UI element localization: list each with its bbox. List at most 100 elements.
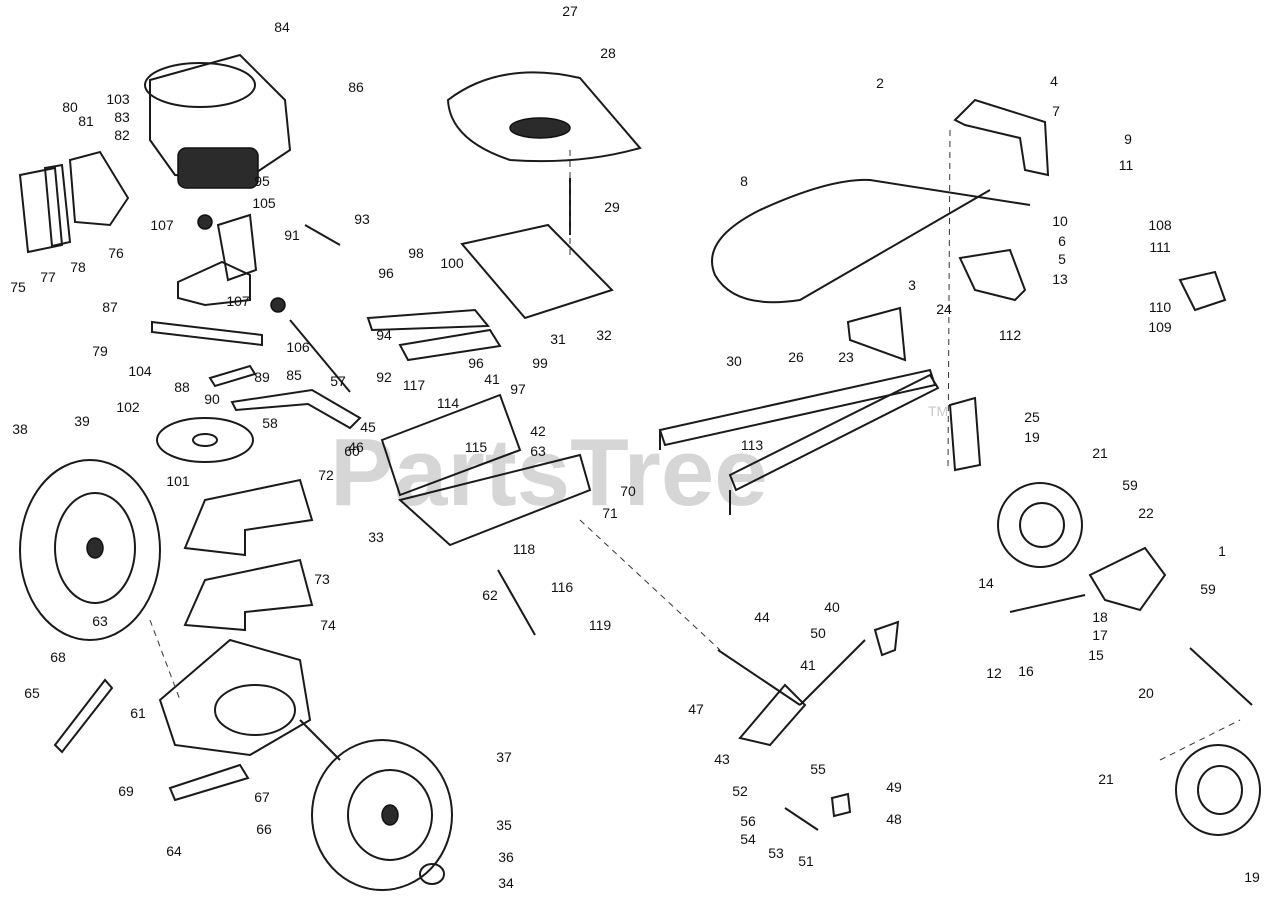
- part-label-80: 80: [62, 99, 78, 115]
- part-label-41: 41: [484, 371, 500, 387]
- part-label-11: 11: [1119, 157, 1134, 173]
- part-label-65: 65: [24, 685, 40, 701]
- part-label-99: 99: [532, 355, 548, 371]
- part-label-100: 100: [440, 255, 464, 271]
- part-label-67: 67: [254, 789, 270, 805]
- part-label-17: 17: [1092, 627, 1108, 643]
- part-label-89: 89: [254, 369, 270, 385]
- part-label-81: 81: [78, 113, 94, 129]
- part-label-3: 3: [908, 277, 916, 293]
- part-label-13: 13: [1052, 271, 1068, 287]
- part-label-45: 45: [360, 419, 376, 435]
- part-label-57: 57: [330, 373, 346, 389]
- part-label-38: 38: [12, 421, 28, 437]
- wheel-left-part: [19, 459, 161, 641]
- part-label-49: 49: [886, 779, 902, 795]
- part-label-18: 18: [1092, 609, 1108, 625]
- part-label-77: 77: [40, 269, 56, 285]
- part-label-115: 115: [465, 439, 488, 455]
- part-label-53: 53: [768, 845, 784, 861]
- part-label-79: 79: [92, 343, 108, 359]
- watermark-tm: TM: [928, 403, 948, 419]
- part-label-35: 35: [496, 817, 512, 833]
- part-label-86: 86: [348, 79, 364, 95]
- part-label-55: 55: [810, 761, 826, 777]
- frame-part: [658, 368, 940, 515]
- part-label-6: 6: [1058, 233, 1066, 249]
- part-label-76: 76: [108, 245, 124, 261]
- strap-part: [151, 320, 362, 430]
- part-label-61: 61: [130, 705, 146, 721]
- part-label-116: 116: [551, 579, 574, 595]
- part-label-9: 9: [1124, 131, 1132, 147]
- part-label-83: 83: [114, 109, 130, 125]
- part-label-78: 78: [70, 259, 86, 275]
- part-label-70: 70: [620, 483, 636, 499]
- part-label-39: 39: [74, 413, 90, 429]
- part-label-84: 84: [274, 19, 290, 35]
- part-label-30: 30: [726, 353, 742, 369]
- part-label-88: 88: [174, 379, 190, 395]
- part-label-15: 15: [1088, 647, 1104, 663]
- plate-73-part: [183, 558, 314, 632]
- part-label-41: 41: [800, 657, 816, 673]
- handle-part: [711, 98, 1050, 304]
- part-label-32: 32: [596, 327, 612, 343]
- seat-plate-part: [460, 223, 614, 320]
- engine-part: [144, 53, 292, 189]
- shift-lever-part: [717, 620, 900, 747]
- pulley-part: [156, 417, 254, 463]
- part-label-85: 85: [286, 367, 302, 383]
- part-label-68: 68: [50, 649, 66, 665]
- part-label-16: 16: [1018, 663, 1034, 679]
- part-label-66: 66: [256, 821, 272, 837]
- front-wheel-lower-part: [1175, 744, 1261, 836]
- part-label-119: 119: [589, 617, 612, 633]
- part-label-19: 19: [1024, 429, 1040, 445]
- part-label-91: 91: [284, 227, 300, 243]
- part-label-36: 36: [498, 849, 514, 865]
- part-label-113: 113: [741, 437, 764, 453]
- part-label-106: 106: [286, 339, 310, 355]
- part-label-2: 2: [876, 75, 884, 91]
- part-label-48: 48: [886, 811, 902, 827]
- part-label-37: 37: [496, 749, 512, 765]
- part-label-22: 22: [1138, 505, 1154, 521]
- part-label-34: 34: [498, 875, 514, 891]
- part-label-96: 96: [378, 265, 394, 281]
- part-label-47: 47: [688, 701, 704, 717]
- part-label-104: 104: [128, 363, 152, 379]
- part-label-24: 24: [936, 301, 952, 317]
- part-label-60: 60: [344, 443, 360, 459]
- part-label-105: 105: [252, 195, 276, 211]
- part-label-75: 75: [10, 279, 26, 295]
- part-label-109: 109: [1148, 319, 1172, 335]
- part-label-59: 59: [1200, 581, 1216, 597]
- part-label-74: 74: [320, 617, 336, 633]
- part-label-5: 5: [1058, 251, 1066, 267]
- part-label-63: 63: [530, 443, 546, 459]
- part-label-31: 31: [550, 331, 566, 347]
- part-label-19: 19: [1244, 869, 1260, 885]
- part-label-62: 62: [482, 587, 498, 603]
- front-wheel-upper-part: [997, 482, 1083, 568]
- part-label-82: 82: [114, 127, 130, 143]
- part-label-90: 90: [204, 391, 220, 407]
- part-label-58: 58: [262, 415, 278, 431]
- part-label-92: 92: [376, 369, 392, 385]
- part-label-23: 23: [838, 349, 854, 365]
- part-label-87: 87: [102, 299, 118, 315]
- part-label-56: 56: [740, 813, 756, 829]
- wheel-right-part: [311, 739, 453, 891]
- part-label-51: 51: [798, 853, 814, 869]
- part-label-94: 94: [376, 327, 392, 343]
- part-label-33: 33: [368, 529, 384, 545]
- part-label-71: 71: [602, 505, 618, 521]
- part-label-59: 59: [1122, 477, 1138, 493]
- part-label-21: 21: [1092, 445, 1108, 461]
- part-label-7: 7: [1052, 103, 1060, 119]
- part-label-1: 1: [1218, 543, 1226, 559]
- watermark-text: PartsTree: [330, 419, 768, 526]
- transaxle-part: [158, 638, 341, 761]
